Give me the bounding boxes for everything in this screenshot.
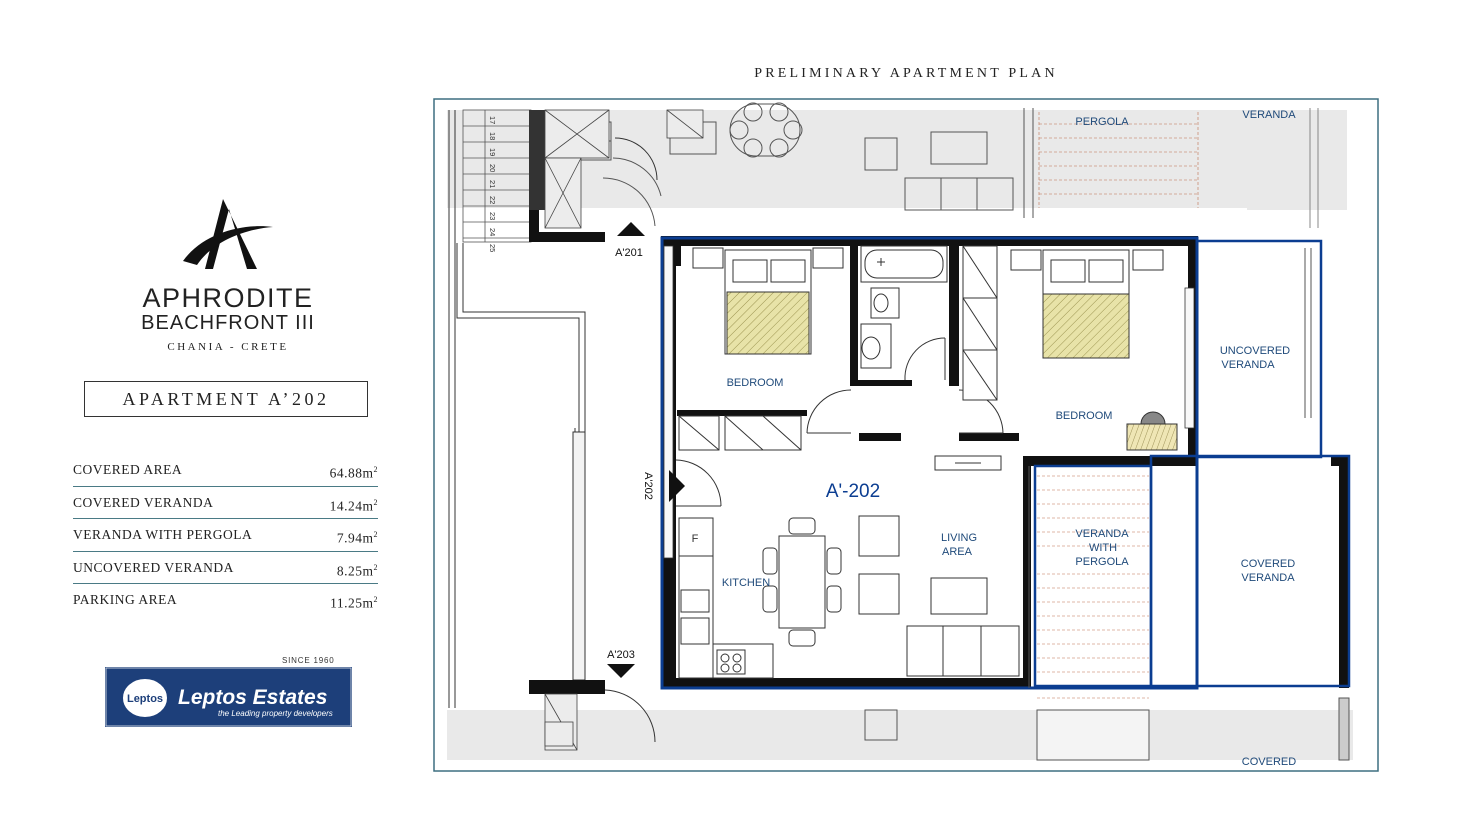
brand-block: APHRODITE BEACHFRONT III CHANIA - CRETE	[90, 195, 366, 353]
top-pergola	[1038, 112, 1199, 208]
fridge-label: F	[692, 533, 699, 545]
svg-text:20: 20	[488, 164, 497, 172]
kitchen	[678, 517, 774, 679]
leptos-estates-logo: Leptos Leptos Estates the Leading proper…	[105, 667, 352, 727]
brand-location: CHANIA - CRETE	[167, 341, 289, 353]
stairs	[462, 109, 532, 243]
area-value: 8.25m2	[336, 562, 378, 579]
svg-text:25: 25	[488, 244, 497, 252]
area-label: COVERED AREA	[73, 462, 183, 477]
brand-subtitle: BEACHFRONT III	[141, 312, 315, 334]
area-label: UNCOVERED VERANDA	[73, 559, 234, 575]
a201-label: A'201	[615, 247, 643, 259]
aphrodite-logo-icon	[183, 199, 273, 269]
brand-name: APHRODITE	[142, 283, 314, 313]
uncovered-label-2: VERANDA	[1221, 359, 1275, 371]
floor-plan: PERGOLA VERANDA	[433, 98, 1379, 777]
area-value: 11.25m2	[330, 595, 378, 611]
plan-title: PRELIMINARY APARTMENT PLAN	[754, 66, 1058, 81]
pergola-label-1: VERANDA	[1075, 528, 1129, 540]
covered-label-1: COVERED	[1241, 558, 1295, 570]
area-value: 64.88m2	[329, 465, 378, 481]
area-row: PARKING AREA 11.25m2	[73, 584, 378, 617]
area-label: PARKING AREA	[73, 592, 178, 607]
svg-text:24: 24	[488, 228, 497, 236]
leptos-badge-text: Leptos	[127, 693, 163, 705]
area-label: COVERED VERANDA	[73, 494, 214, 510]
svg-text:21: 21	[488, 180, 497, 188]
a202-arrow-icon	[669, 470, 685, 502]
svg-text:17: 17	[488, 116, 497, 124]
a202-label: A'202	[642, 472, 654, 500]
top-veranda-label: VERANDA	[1242, 109, 1296, 121]
neighbor-top-right	[1247, 110, 1347, 210]
area-value: 14.24m2	[329, 497, 378, 514]
bottom-neighbor-furniture	[864, 697, 1350, 761]
living-furniture	[762, 515, 1020, 677]
kitchen-label: KITCHEN	[722, 577, 770, 589]
area-label: VERANDA WITH PERGOLA	[73, 527, 253, 542]
svg-text:19: 19	[488, 148, 497, 156]
living-label-2: AREA	[942, 546, 973, 558]
bedroom-2-label: BEDROOM	[1056, 410, 1113, 422]
covered-veranda-outline	[1149, 454, 1351, 688]
bottom-covered-label: COVERED	[1242, 756, 1296, 768]
top-pergola-label: PERGOLA	[1075, 116, 1129, 128]
pergola-label-3: PERGOLA	[1075, 556, 1129, 568]
company-since: SINCE 1960	[282, 656, 335, 665]
neighbor-closets	[544, 109, 704, 751]
plan-frame	[433, 98, 1379, 772]
a201-arrow-icon	[617, 222, 645, 236]
bedroom-1-label: BEDROOM	[727, 377, 784, 389]
bed-1	[692, 247, 844, 355]
neighbor-bottom	[447, 710, 1353, 760]
area-row: COVERED AREA 64.88m2	[73, 454, 378, 487]
area-table: COVERED AREA 64.88m2 COVERED VERANDA 14.24…	[73, 454, 378, 617]
svg-text:22: 22	[488, 196, 497, 204]
svg-text:18: 18	[488, 132, 497, 140]
wardrobes	[678, 245, 998, 451]
apartment-label: APARTMENT A’202	[84, 381, 368, 417]
bed-2	[1010, 249, 1178, 451]
area-row: VERANDA WITH PERGOLA 7.94m2	[73, 519, 378, 552]
pergola-label-2: WITH	[1089, 542, 1117, 554]
stair-numbers: 17 18 19 20 21 22 23 24 25	[488, 116, 497, 252]
leptos-badge-icon	[121, 677, 169, 719]
company-name: Leptos Estates	[178, 686, 327, 709]
uncovered-label-1: UNCOVERED	[1220, 345, 1290, 357]
svg-text:23: 23	[488, 212, 497, 220]
covered-label-2: VERANDA	[1241, 572, 1295, 584]
unit-label: A'-202	[826, 481, 880, 502]
company-tagline: the Leading property developers	[218, 709, 333, 718]
area-row: UNCOVERED VERANDA 8.25m2	[73, 552, 378, 584]
area-row: COVERED VERANDA 14.24m2	[73, 487, 378, 519]
bathroom	[860, 245, 948, 369]
a203-label: A'203	[607, 649, 635, 661]
living-label-1: LIVING	[941, 532, 977, 544]
area-value: 7.94m2	[336, 530, 378, 546]
unit-highlight	[660, 236, 1199, 690]
a203-arrow-icon	[607, 664, 635, 678]
